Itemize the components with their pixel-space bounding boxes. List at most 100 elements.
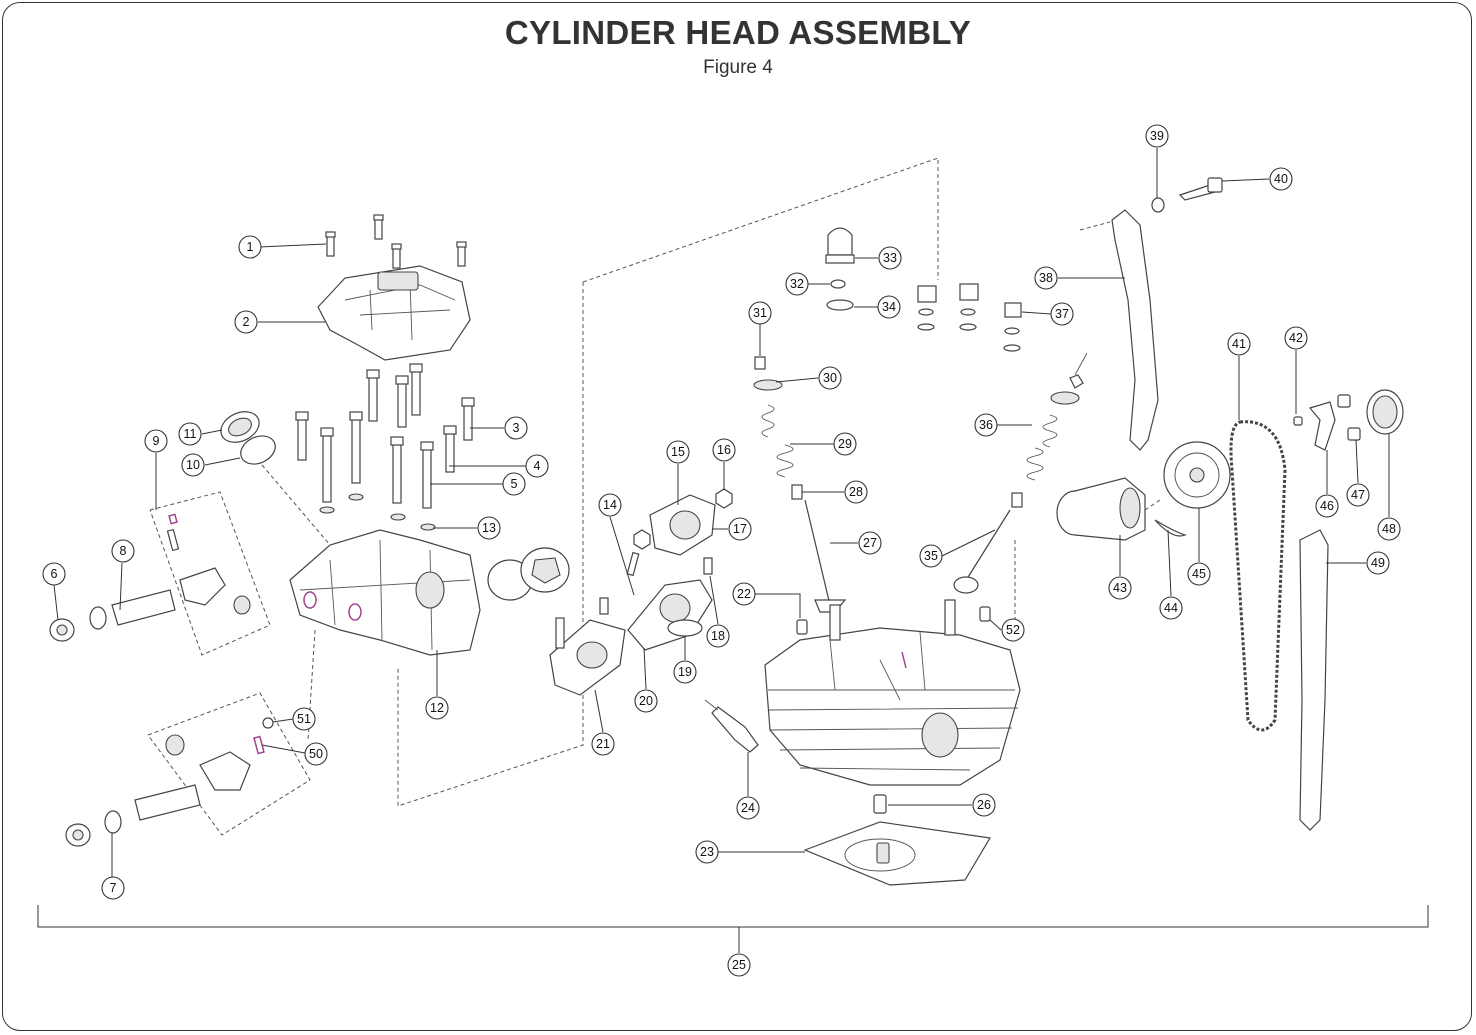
callout-label: 28 [849,485,863,499]
callout-30: 30 [818,366,842,390]
callout-23: 23 [695,840,719,864]
callout-28: 28 [844,480,868,504]
camshaft-holder [289,529,570,656]
callout-45: 45 [1187,562,1211,586]
callout-15: 15 [666,440,690,464]
valve-cover [317,265,471,361]
figure-subtitle: Figure 4 [703,57,773,78]
dowel-pins [796,606,991,814]
callout-14: 14 [598,493,622,517]
callout-label: 37 [1055,307,1069,321]
callout-35: 35 [919,544,943,568]
callout-label: 49 [1371,556,1385,570]
callout-label: 48 [1382,522,1396,536]
nuts-and-washers [825,227,1022,352]
callout-label: 29 [838,437,852,451]
callout-52: 52 [1001,618,1025,642]
callout-3: 3 [504,416,528,440]
callout-label: 50 [309,747,323,761]
callout-label: 12 [430,701,444,715]
callout-label: 8 [120,544,127,558]
callout-label: 19 [678,665,692,679]
callout-label: 4 [534,459,541,473]
callout-label: 25 [732,958,746,972]
callout-46: 46 [1315,494,1339,518]
callout-42: 42 [1284,326,1308,350]
callout-label: 39 [1150,129,1164,143]
callout-label: 31 [753,306,767,320]
callout-21: 21 [591,732,615,756]
callout-29: 29 [833,432,857,456]
callout-4: 4 [525,454,549,478]
callout-32: 32 [785,272,809,296]
leader-lines [53,148,1390,877]
callout-label: 46 [1320,499,1334,513]
camshaft-sprocket [1056,441,1231,541]
callout-label: 44 [1164,601,1178,615]
callout-38: 38 [1034,266,1058,290]
callout-label: 26 [977,798,991,812]
plug-and-oring [220,411,276,465]
intake-valve-train [753,356,847,641]
cam-chain [1229,420,1287,732]
callout-51: 51 [292,707,316,731]
callout-27: 27 [858,531,882,555]
callout-31: 31 [748,301,772,325]
callout-label: 21 [596,737,610,751]
callout-12: 12 [425,696,449,720]
callout-label: 17 [733,522,747,536]
callout-40: 40 [1269,167,1293,191]
callout-label: 11 [184,427,197,441]
callout-20: 20 [634,689,658,713]
callout-7: 7 [101,876,125,900]
callout-22: 22 [732,582,756,606]
exhaust-valve-train [944,352,1088,636]
callout-10: 10 [181,453,205,477]
callout-label: 47 [1351,488,1365,502]
callout-label: 9 [153,434,160,448]
callout-label: 20 [639,694,653,708]
callout-label: 16 [717,443,731,457]
callout-label: 7 [110,881,117,895]
callout-11: 11 [178,422,202,446]
callout-label: 38 [1039,271,1053,285]
assembly-bracket [37,905,1429,953]
callout-17: 17 [728,517,752,541]
callout-label: 10 [186,458,200,472]
callout-16: 16 [712,438,736,462]
callout-44: 44 [1159,596,1183,620]
callout-50: 50 [304,742,328,766]
callout-label: 18 [711,629,725,643]
callout-48: 48 [1377,517,1401,541]
callout-43: 43 [1108,576,1132,600]
callout-49: 49 [1366,551,1390,575]
callout-label: 27 [863,536,877,550]
callout-9: 9 [144,429,168,453]
callout-2: 2 [234,310,258,334]
callout-34: 34 [877,295,901,319]
callout-26: 26 [972,793,996,817]
callout-24: 24 [736,796,760,820]
callout-1: 1 [238,235,262,259]
callout-label: 33 [883,251,897,265]
cover-bolts [325,214,467,269]
callout-label: 15 [671,445,685,459]
callout-18: 18 [706,624,730,648]
callout-33: 33 [878,246,902,270]
callout-label: 5 [511,477,518,491]
callout-41: 41 [1227,332,1251,356]
callout-label: 40 [1274,172,1288,186]
callout-47: 47 [1346,483,1370,507]
callout-label: 43 [1113,581,1127,595]
callout-36: 36 [974,413,998,437]
callout-5: 5 [502,472,526,496]
callout-label: 32 [790,277,804,291]
spark-plug [704,699,759,753]
callout-label: 14 [603,498,617,512]
callout-label: 35 [924,549,938,563]
callout-label: 52 [1006,623,1020,637]
callout-label: 6 [51,567,58,581]
callout-label: 45 [1192,567,1206,581]
